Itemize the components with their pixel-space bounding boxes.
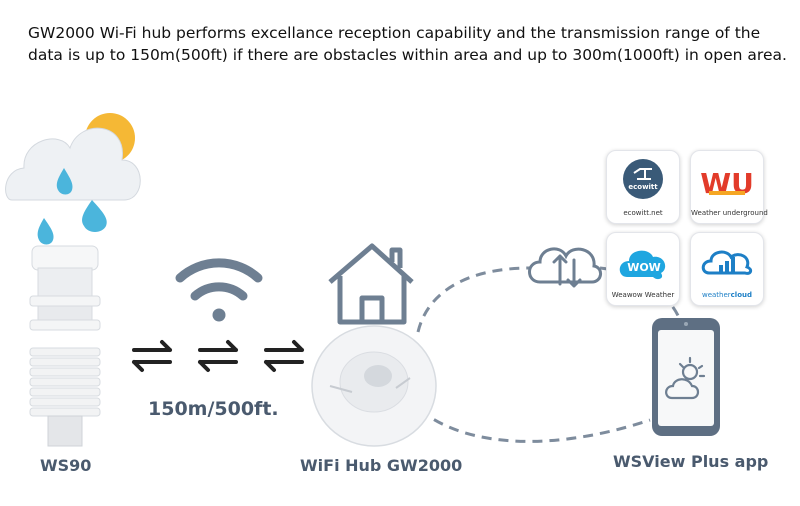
- weather-underground-logo-icon: WU: [700, 167, 754, 200]
- gw2000-hub-device: [311, 325, 437, 447]
- weathercloud-word-b: cloud: [730, 291, 753, 299]
- ws90-sensor-device: [29, 245, 101, 447]
- headline-text: GW2000 Wi-Fi hub performs excellance rec…: [28, 24, 787, 64]
- ecowitt-logo-icon: ecowitt: [623, 159, 663, 199]
- weawow-tile[interactable]: WOW Weawow Weather: [606, 232, 680, 306]
- wifi-dot-icon: [212, 308, 226, 322]
- wifi-icon: [175, 258, 263, 301]
- weawow-label: Weawow Weather: [611, 291, 675, 299]
- weathercloud-logo-icon: [701, 250, 753, 275]
- ecowitt-badge-text: ecowitt: [628, 183, 658, 191]
- app-label: WSView Plus app: [613, 452, 769, 471]
- downlink-dashed-path: [419, 408, 651, 443]
- exchange-arrows-icon: [132, 340, 304, 372]
- cloud-sync-icon: [528, 247, 602, 288]
- weathercloud-word-a: weather: [701, 291, 731, 299]
- raindrop-icon: [37, 168, 107, 245]
- house-icon: [328, 243, 414, 325]
- ws90-label: WS90: [40, 456, 92, 475]
- weather-app-icon: [665, 356, 706, 400]
- wu-letters: WU: [700, 167, 754, 200]
- range-label: 150m/500ft.: [148, 398, 279, 420]
- weawow-logo-icon: WOW: [619, 250, 666, 280]
- ecowitt-label: ecowitt.net: [623, 209, 663, 217]
- uplink-dashed-path: [416, 266, 531, 333]
- weather-underground-label: Weather underground: [691, 209, 768, 217]
- hub-label: WiFi Hub GW2000: [300, 456, 463, 475]
- weathercloud-label: weathercloud: [691, 291, 763, 299]
- weathercloud-tile[interactable]: weathercloud: [690, 232, 764, 306]
- weather-underground-tile[interactable]: WU Weather underground: [690, 150, 768, 224]
- wow-letters: WOW: [627, 261, 661, 274]
- ecowitt-tile[interactable]: ecowitt ecowitt.net: [606, 150, 680, 224]
- cloud-icon: [5, 127, 141, 201]
